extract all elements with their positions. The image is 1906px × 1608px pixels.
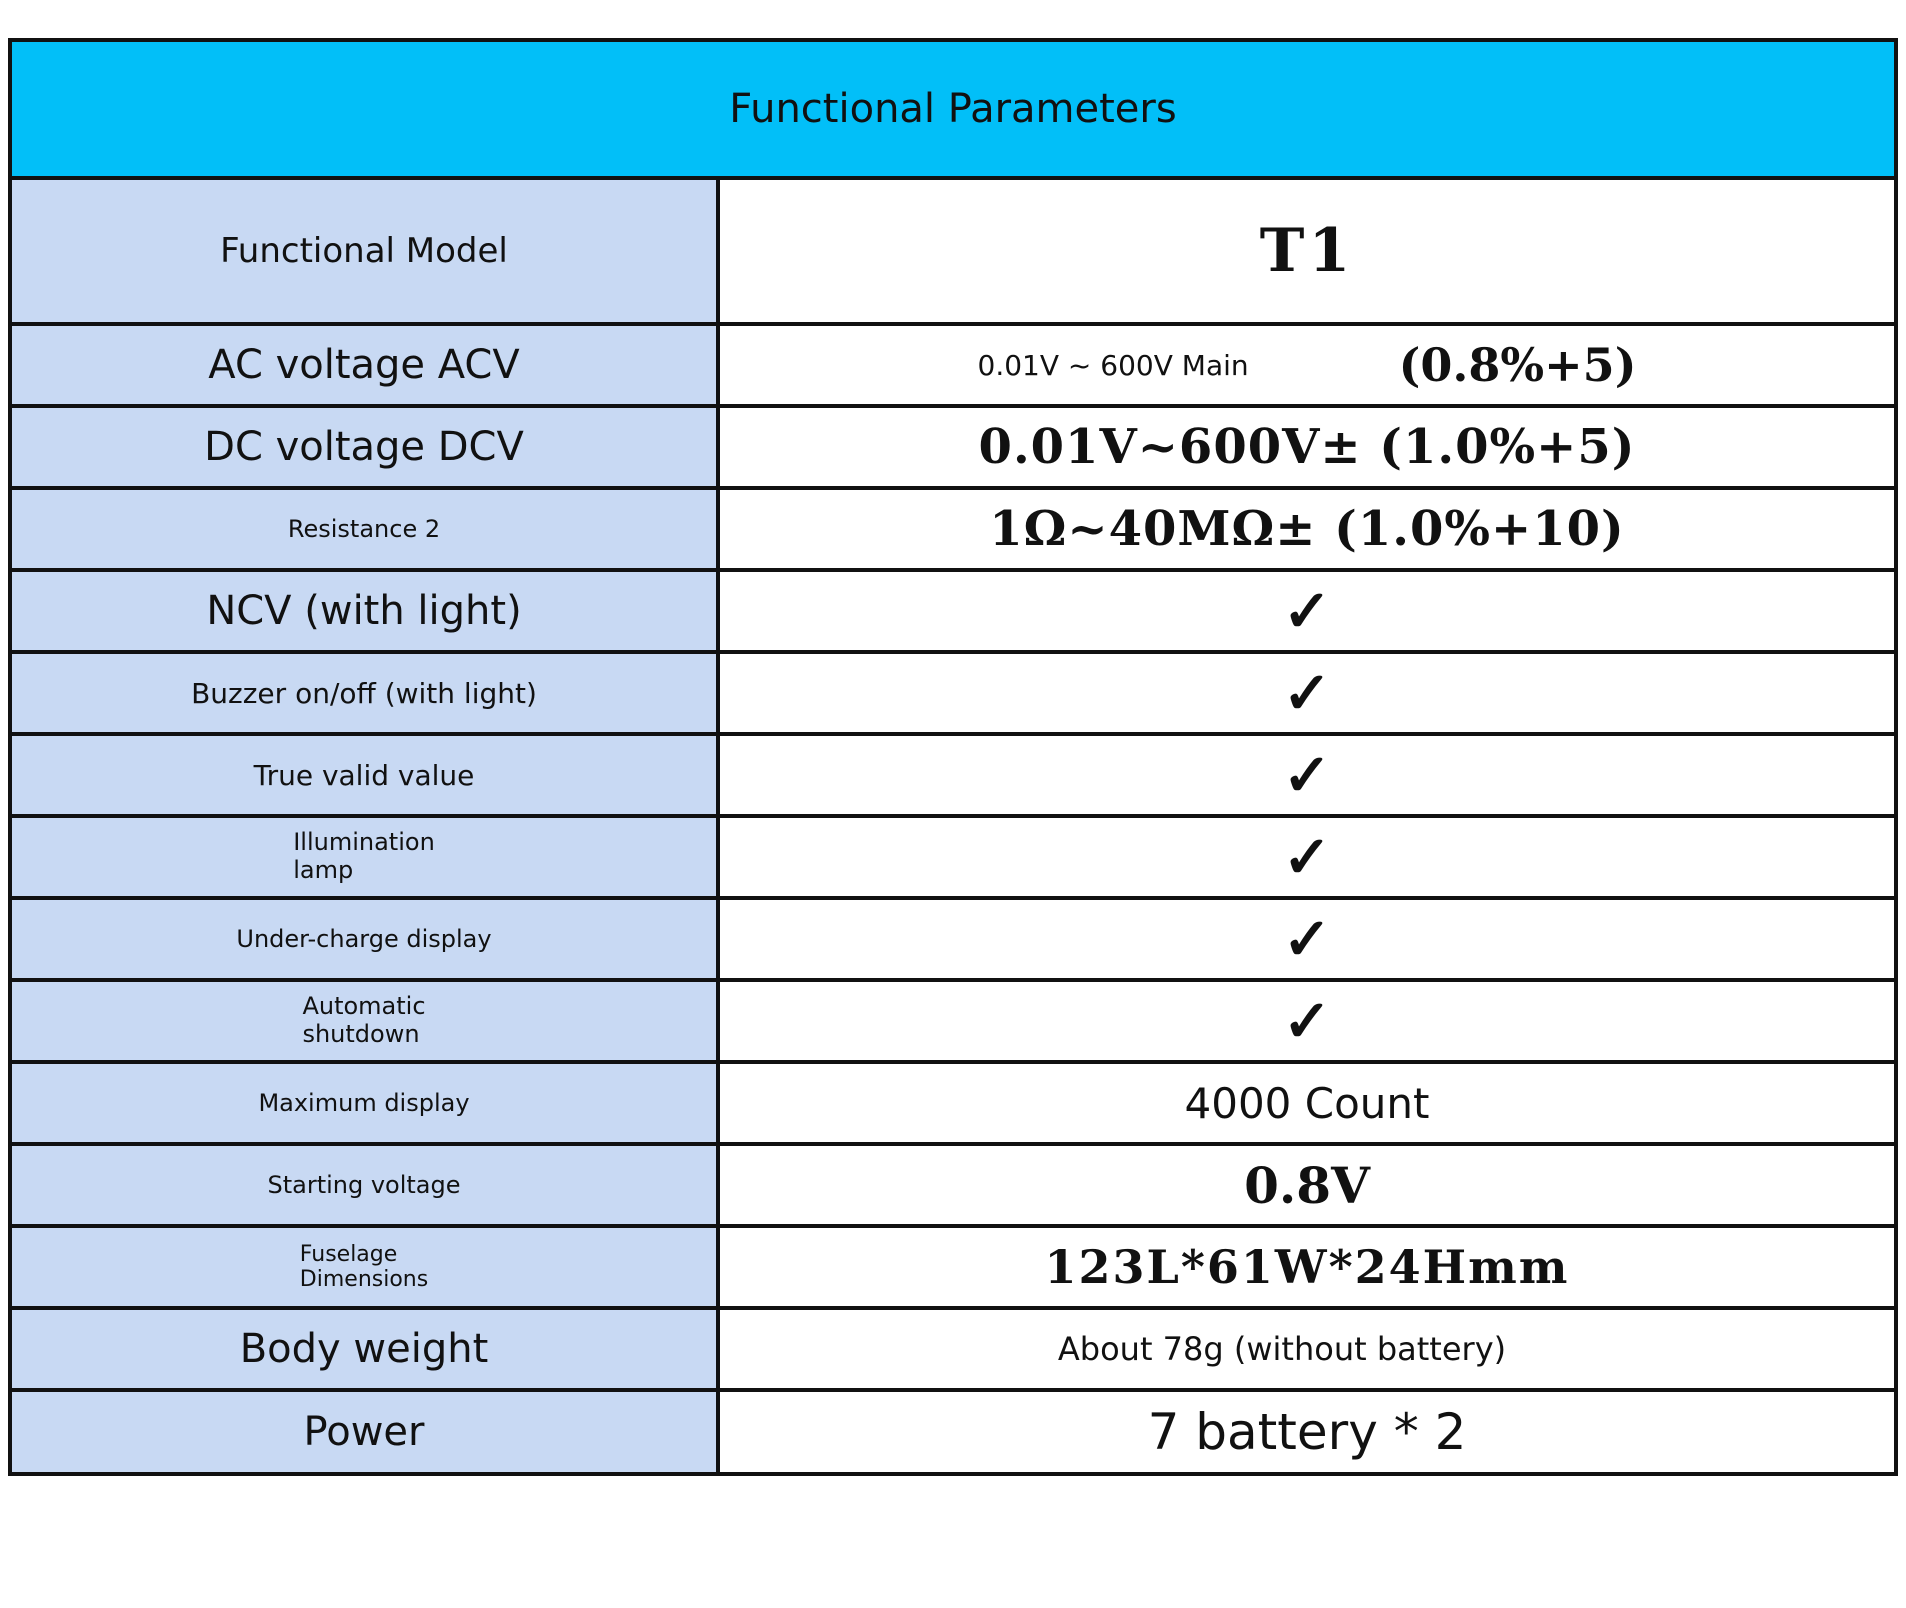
check-icon: ✓ xyxy=(1282,987,1332,1055)
acv-range-text: 0.01V ~ 600V Main xyxy=(977,348,1249,382)
table-row: Functional Model T1 xyxy=(12,180,1894,326)
row-value-acv: 0.01V ~ 600V Main (0.8%+5) xyxy=(716,322,1894,408)
acv-accuracy-text: (0.8%+5) xyxy=(1398,338,1637,392)
row-label-illumination: Illumination lamp xyxy=(12,814,720,900)
check-icon: ✓ xyxy=(1282,659,1332,727)
row-label-dimensions: Fuselage Dimensions xyxy=(12,1224,720,1310)
table-row: NCV (with light) ✓ xyxy=(12,568,1894,654)
table-row: Fuselage Dimensions 123L*61W*24Hmm xyxy=(12,1224,1894,1310)
row-label-undercharge: Under-charge display xyxy=(12,896,720,982)
label-line: lamp xyxy=(293,856,354,884)
row-value-illumination: ✓ xyxy=(716,814,1894,900)
parameters-grid: Functional Model T1 AC voltage ACV 0.01V… xyxy=(12,180,1894,1472)
table-row: AC voltage ACV 0.01V ~ 600V Main (0.8%+5… xyxy=(12,322,1894,408)
table-row: Under-charge display ✓ xyxy=(12,896,1894,982)
table-row: DC voltage DCV 0.01V~600V± (1.0%+5) xyxy=(12,404,1894,490)
table-row: Automatic shutdown ✓ xyxy=(12,978,1894,1064)
label-line: Fuselage xyxy=(299,1241,398,1267)
table-row: Maximum display 4000 Count xyxy=(12,1060,1894,1146)
row-label-ncv: NCV (with light) xyxy=(12,568,720,654)
row-label-acv: AC voltage ACV xyxy=(12,322,720,408)
row-value-auto-shutdown: ✓ xyxy=(716,978,1894,1064)
table-title: Functional Parameters xyxy=(12,42,1894,180)
label-line: Automatic xyxy=(302,992,426,1021)
row-label-body-weight: Body weight xyxy=(12,1306,720,1392)
table-row: Power 7 battery * 2 xyxy=(12,1388,1894,1472)
row-label-auto-shutdown: Automatic shutdown xyxy=(12,978,720,1064)
table-row: Buzzer on/off (with light) ✓ xyxy=(12,650,1894,736)
parameters-table: Functional Parameters Functional Model T… xyxy=(8,38,1898,1476)
row-label-starting-voltage: Starting voltage xyxy=(12,1142,720,1228)
row-value-max-display: 4000 Count xyxy=(716,1060,1894,1146)
row-value-power: 7 battery * 2 xyxy=(716,1388,1894,1472)
check-icon: ✓ xyxy=(1282,905,1332,973)
row-label-power: Power xyxy=(12,1388,720,1472)
row-value-resistance: 1Ω~40MΩ± (1.0%+10) xyxy=(716,486,1894,572)
row-value-ncv: ✓ xyxy=(716,568,1894,654)
check-icon: ✓ xyxy=(1282,823,1332,891)
row-value-dcv: 0.01V~600V± (1.0%+5) xyxy=(716,404,1894,490)
row-value-body-weight: About 78g (without battery) xyxy=(716,1306,1894,1392)
row-value-buzzer: ✓ xyxy=(716,650,1894,736)
table-row: Body weight About 78g (without battery) xyxy=(12,1306,1894,1392)
table-row: Illumination lamp ✓ xyxy=(12,814,1894,900)
row-label-resistance: Resistance 2 xyxy=(12,486,720,572)
table-row: Resistance 2 1Ω~40MΩ± (1.0%+10) xyxy=(12,486,1894,572)
table-row: True valid value ✓ xyxy=(12,732,1894,818)
row-value-starting-voltage: 0.8V xyxy=(716,1142,1894,1228)
label-line: shutdown xyxy=(302,1020,420,1048)
row-label-true-valid: True valid value xyxy=(12,732,720,818)
row-value-dimensions: 123L*61W*24Hmm xyxy=(716,1224,1894,1310)
row-label-dcv: DC voltage DCV xyxy=(12,404,720,490)
row-value-undercharge: ✓ xyxy=(716,896,1894,982)
row-label-model: Functional Model xyxy=(12,180,720,326)
label-line: Illumination xyxy=(293,828,435,857)
row-value-model: T1 xyxy=(716,180,1894,326)
row-value-true-valid: ✓ xyxy=(716,732,1894,818)
row-label-buzzer: Buzzer on/off (with light) xyxy=(12,650,720,736)
table-row: Starting voltage 0.8V xyxy=(12,1142,1894,1228)
row-label-max-display: Maximum display xyxy=(12,1060,720,1146)
label-line: Dimensions xyxy=(299,1267,429,1292)
check-icon: ✓ xyxy=(1282,741,1332,809)
check-icon: ✓ xyxy=(1282,577,1332,645)
